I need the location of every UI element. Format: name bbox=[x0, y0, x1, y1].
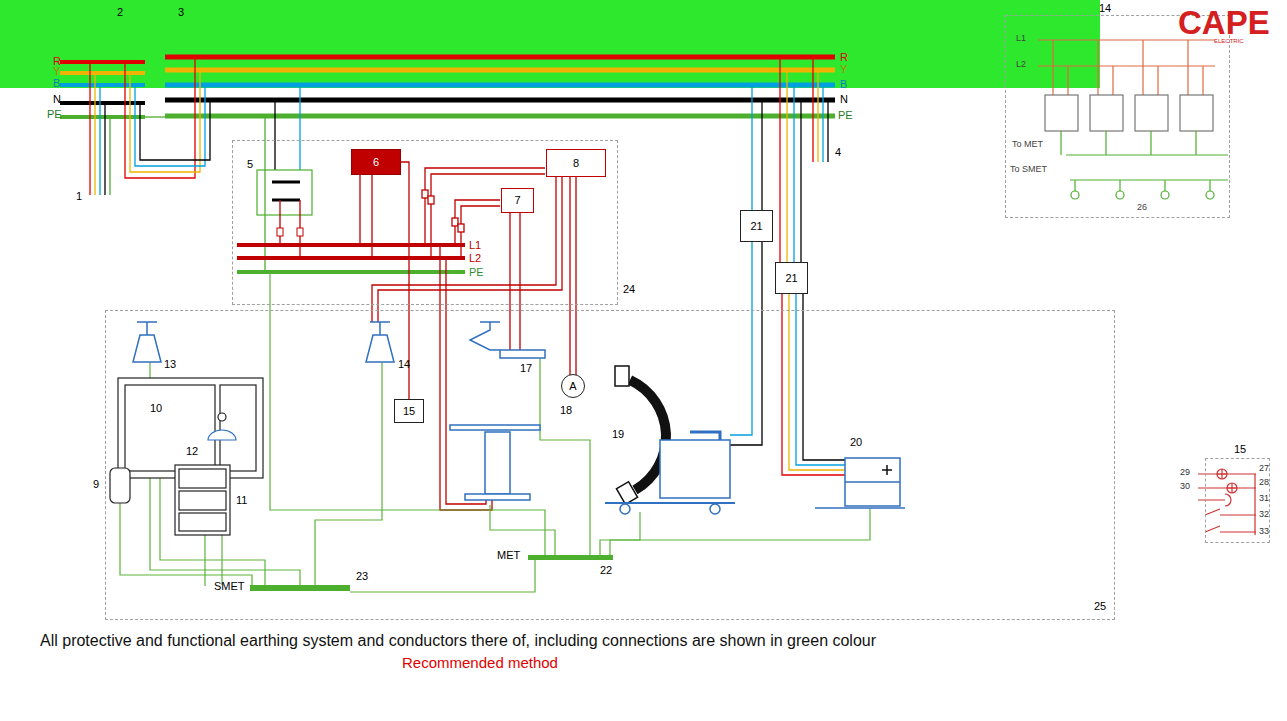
callout-label: PE bbox=[469, 266, 484, 278]
callout-label: 3 bbox=[178, 6, 184, 18]
callout-label: 29 bbox=[1180, 468, 1190, 478]
feeder-wires bbox=[90, 57, 845, 475]
lamps bbox=[133, 322, 545, 362]
power-connector bbox=[570, 177, 576, 375]
box-label: 6 bbox=[373, 157, 379, 168]
c-arm-19 bbox=[605, 366, 735, 514]
callout-label: 33 bbox=[1259, 527, 1269, 537]
callout-label: 20 bbox=[850, 436, 862, 448]
box-label: A bbox=[569, 381, 576, 392]
callout-label: L2 bbox=[469, 252, 481, 264]
box-label: 21 bbox=[785, 273, 797, 284]
box-label: 7 bbox=[514, 195, 520, 206]
power-wires bbox=[360, 168, 562, 510]
callout-label: Y bbox=[53, 65, 60, 77]
callout-label: CAPE bbox=[1178, 5, 1270, 41]
callout-label: Y bbox=[840, 63, 847, 75]
smet-bar bbox=[250, 585, 350, 591]
unit-20 bbox=[815, 458, 905, 508]
equipment bbox=[110, 378, 263, 535]
callout-label: 4 bbox=[835, 146, 841, 158]
equipment-box: 7 bbox=[501, 188, 534, 213]
region-number: 24 bbox=[623, 284, 635, 295]
callout-label: To MET bbox=[1012, 140, 1043, 150]
callout-label: 11 bbox=[236, 494, 247, 506]
equipment-box: 21 bbox=[775, 262, 808, 294]
region-number: 14 bbox=[1099, 3, 1111, 14]
region-number: 25 bbox=[1094, 601, 1106, 612]
inset-15-drawing bbox=[1198, 469, 1256, 535]
callout-label: 22 bbox=[600, 564, 612, 576]
box-label: 8 bbox=[573, 158, 579, 169]
dashed-region: 24687 bbox=[232, 140, 618, 305]
callout-label: B bbox=[840, 78, 847, 90]
callout-label: 19 bbox=[612, 428, 624, 440]
equipment-box: 6 bbox=[351, 149, 401, 175]
meter-circle: A18 bbox=[561, 374, 585, 398]
callout-label: ELECTRIC bbox=[1214, 38, 1244, 45]
green-band bbox=[0, 0, 1100, 88]
inset-14-drawing bbox=[1038, 40, 1228, 199]
operating-table-16 bbox=[450, 425, 540, 500]
met-bar bbox=[528, 555, 613, 560]
callout-label: 5 bbox=[247, 158, 253, 170]
callout-label: PE bbox=[838, 109, 853, 121]
supply-bus-2 bbox=[60, 62, 145, 117]
callout-label: 26 bbox=[1137, 203, 1147, 213]
callout-label: 10 bbox=[150, 402, 162, 414]
callout-label: 9 bbox=[93, 478, 99, 490]
equipment-box: 15 bbox=[394, 399, 424, 423]
earth-wires bbox=[120, 272, 870, 592]
callout-label: L1 bbox=[1016, 34, 1026, 44]
callout-label: 2 bbox=[117, 6, 123, 18]
caption-note: All protective and functional earthing s… bbox=[40, 632, 1240, 650]
callout-label: L2 bbox=[1016, 60, 1026, 70]
callout-label: 28 bbox=[1259, 478, 1269, 488]
callout-label: L1 bbox=[469, 239, 481, 251]
callout-label: B bbox=[53, 77, 60, 89]
callout-label: 13 bbox=[164, 358, 176, 370]
callout-label: To SMET bbox=[1010, 165, 1047, 175]
callout-label: 12 bbox=[186, 445, 198, 457]
callout-label: 31 bbox=[1259, 494, 1269, 504]
callout-label: 27 bbox=[1259, 464, 1269, 474]
callout-label: Recommended method bbox=[402, 655, 558, 672]
equipment-box: 8 bbox=[546, 149, 606, 177]
dashed-region: 14 bbox=[1005, 15, 1230, 218]
callout-number: 18 bbox=[560, 405, 572, 416]
box-label: 21 bbox=[750, 221, 762, 232]
box-label: 15 bbox=[403, 406, 415, 417]
main-bus-3 bbox=[165, 57, 835, 116]
callout-label: 14 bbox=[398, 358, 410, 370]
callout-label: 23 bbox=[356, 570, 368, 582]
callout-label: N bbox=[840, 93, 848, 105]
callout-label: 30 bbox=[1180, 482, 1190, 492]
callout-label: 17 bbox=[520, 362, 532, 374]
region-number: 15 bbox=[1234, 444, 1246, 455]
callout-label: PE bbox=[47, 108, 62, 120]
callout-label: MET bbox=[497, 549, 520, 561]
callout-label: 1 bbox=[76, 190, 82, 202]
callout-label: R bbox=[840, 51, 848, 63]
equipment-box: 21 bbox=[740, 210, 773, 242]
callout-label: 32 bbox=[1259, 510, 1269, 520]
callout-label: N bbox=[53, 93, 61, 105]
callout-label: SMET bbox=[214, 580, 245, 592]
